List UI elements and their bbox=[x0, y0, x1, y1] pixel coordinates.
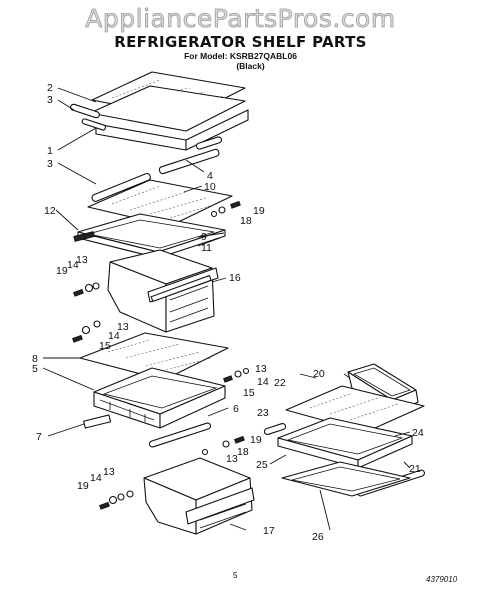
hardware-screws-mid bbox=[201, 367, 250, 456]
callout-21: 21 bbox=[409, 463, 421, 475]
callout-6: 6 bbox=[233, 403, 239, 415]
callout-18: 18 bbox=[237, 446, 249, 458]
callout-23: 23 bbox=[257, 407, 269, 419]
rail-6[interactable] bbox=[148, 422, 212, 448]
callout-14: 14 bbox=[257, 376, 269, 388]
callout-20: 20 bbox=[313, 368, 325, 380]
callout-25: 25 bbox=[256, 459, 268, 471]
callout-26: 26 bbox=[312, 531, 324, 543]
rail-23[interactable] bbox=[263, 422, 287, 436]
callout-14: 14 bbox=[67, 259, 79, 271]
shelf-rail-front bbox=[158, 148, 220, 175]
callout-5: 5 bbox=[32, 363, 38, 375]
callout-7: 7 bbox=[36, 431, 42, 443]
bracket-7[interactable] bbox=[83, 414, 112, 429]
callout-11: 11 bbox=[201, 242, 212, 254]
hardware-screws-upper bbox=[72, 200, 241, 343]
shelf-frame-25[interactable] bbox=[277, 417, 413, 469]
callout-3: 3 bbox=[47, 94, 53, 106]
model-line: For Model: KSRB27QABL06 bbox=[184, 51, 297, 61]
hardware-screws-lower bbox=[99, 490, 134, 510]
color-line: (Black) bbox=[236, 61, 265, 71]
callout-15: 15 bbox=[99, 340, 111, 352]
callout-numbers: 2 3 1 3 4 10 12 19 18 9 11 19 14 13 16 1… bbox=[32, 82, 424, 543]
page-title: REFRIGERATOR SHELF PARTS bbox=[114, 33, 367, 51]
callout-8: 8 bbox=[32, 353, 38, 365]
top-shelf-assembly[interactable] bbox=[70, 71, 249, 175]
shelf-frame-5[interactable] bbox=[93, 367, 226, 429]
drawing-number: 4379010 bbox=[426, 575, 458, 584]
callout-22: 22 bbox=[274, 377, 286, 389]
callout-19: 19 bbox=[250, 434, 262, 446]
callout-3: 3 bbox=[47, 158, 53, 170]
callout-17: 17 bbox=[263, 525, 275, 537]
callout-13: 13 bbox=[226, 453, 238, 465]
callout-18: 18 bbox=[240, 215, 252, 227]
callout-24: 24 bbox=[412, 427, 424, 439]
glass-shelf-8[interactable] bbox=[79, 332, 229, 381]
callout-13: 13 bbox=[103, 466, 115, 478]
callout-16: 16 bbox=[229, 272, 241, 284]
page-number: 5 bbox=[233, 571, 238, 580]
callout-12: 12 bbox=[44, 205, 56, 217]
callout-14: 14 bbox=[108, 330, 120, 342]
shelf-frame-26[interactable] bbox=[281, 461, 411, 497]
watermark-text: AppliancePartsPros.com bbox=[85, 4, 396, 34]
callout-14: 14 bbox=[90, 472, 102, 484]
callout-2: 2 bbox=[47, 82, 53, 94]
crisper-drawer-17[interactable] bbox=[143, 457, 255, 535]
callout-13: 13 bbox=[255, 363, 267, 375]
callout-9: 9 bbox=[201, 231, 207, 243]
callout-1: 1 bbox=[47, 145, 53, 157]
callout-19: 19 bbox=[253, 205, 265, 217]
callout-10: 10 bbox=[204, 181, 216, 193]
callout-19: 19 bbox=[56, 265, 68, 277]
callout-13: 13 bbox=[76, 254, 88, 266]
crisper-drawer-16[interactable] bbox=[107, 249, 219, 333]
callout-4: 4 bbox=[207, 170, 213, 182]
callout-13: 13 bbox=[117, 321, 129, 333]
shelf-frame-12[interactable] bbox=[73, 213, 226, 259]
callout-15: 15 bbox=[243, 387, 255, 399]
callout-19: 19 bbox=[77, 480, 89, 492]
rail-3[interactable] bbox=[91, 172, 151, 203]
shelf-rail-left bbox=[70, 103, 100, 119]
leader-lines bbox=[42, 87, 411, 531]
